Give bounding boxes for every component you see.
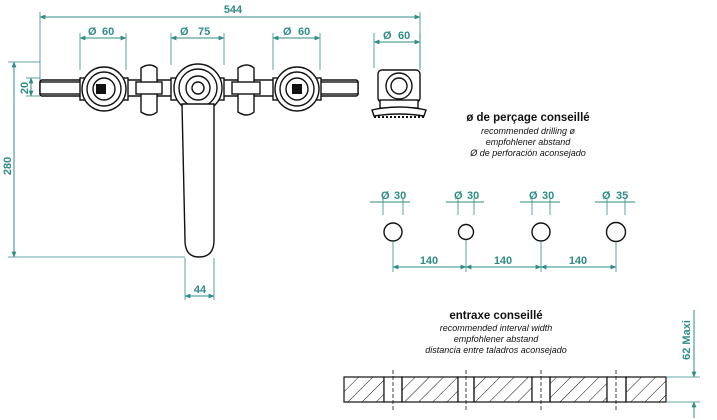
diameter-symbol: Ø: [381, 190, 390, 202]
drilling-line-en: recommended drilling ø: [481, 126, 576, 136]
diameter-symbol: Ø: [283, 26, 292, 38]
hole-1-diameter: Ø 30: [370, 190, 410, 215]
interval-line-en: recommended interval width: [440, 323, 553, 333]
hole-4-diameter: Ø 35: [595, 190, 635, 215]
hole-1: [383, 222, 403, 242]
faucet-drawing: [39, 63, 427, 258]
drilling-title: ø de perçage conseillé: [466, 112, 589, 124]
interval-line-de: empfohlener abstand: [454, 334, 540, 344]
max-depth-label: 62 Maxi: [681, 320, 693, 360]
hole-layout: Ø 30 Ø 30 Ø 30 Ø 35: [370, 190, 635, 272]
dimension-height: 280: [2, 61, 185, 258]
right-connector: [231, 64, 261, 116]
shower-head: [371, 69, 427, 118]
right-valve: [272, 66, 322, 112]
hole-3-diameter-label: 30: [542, 190, 554, 202]
diameter-symbol: Ø: [602, 190, 611, 202]
shower-diameter-label: 60: [398, 30, 410, 42]
dimension-right-valve-diameter: Ø 60: [272, 26, 321, 70]
right-valve-diameter-label: 60: [298, 26, 310, 38]
height-label: 280: [2, 157, 14, 175]
center-mixer: [170, 63, 225, 258]
hole-2: [457, 223, 475, 241]
top-offset-label: 20: [19, 82, 31, 94]
overall-width-label: 544: [224, 4, 243, 16]
spout-width-label: 44: [194, 284, 207, 296]
left-valve: [79, 66, 129, 112]
dimension-shower-diameter: Ø 60: [373, 30, 421, 68]
diameter-symbol: Ø: [529, 190, 538, 202]
dimension-spout-width: 44: [184, 258, 215, 300]
wall-section: [343, 370, 667, 410]
left-valve-diameter-label: 60: [102, 26, 114, 38]
spacing-2-label: 140: [494, 255, 512, 267]
dimension-left-valve-diameter: Ø 60: [79, 26, 127, 70]
drilling-text: ø de perçage conseillé recommended drill…: [466, 112, 589, 158]
dimension-top-offset: 20: [19, 77, 40, 97]
dimension-max-depth: 62 Maxi: [666, 310, 700, 418]
hole-3: [531, 222, 551, 242]
interval-title: entraxe conseillé: [449, 310, 542, 322]
dimension-center-diameter: Ø 75: [170, 26, 225, 65]
hole-4-diameter-label: 35: [616, 190, 628, 202]
center-diameter-label: 75: [198, 26, 210, 38]
hole-2-diameter: Ø 30: [446, 190, 484, 215]
hole-2-diameter-label: 30: [467, 190, 479, 202]
left-connector: [135, 64, 163, 116]
drilling-line-de: empfohlener abstand: [486, 137, 572, 147]
diameter-symbol: Ø: [88, 26, 97, 38]
hole-3-diameter: Ø 30: [520, 190, 560, 215]
spacing-1-label: 140: [420, 255, 438, 267]
hole-1-diameter-label: 30: [394, 190, 406, 202]
interval-line-es: distancia entre taladros aconsejado: [425, 345, 567, 355]
hole-4: [605, 221, 627, 243]
diameter-symbol: Ø: [383, 30, 392, 42]
drilling-line-es: Ø de perforación aconsejado: [469, 148, 586, 158]
dimension-overall-width: 544: [39, 4, 421, 85]
interval-text: entraxe conseillé recommended interval w…: [425, 310, 567, 355]
spacing-3-label: 140: [569, 255, 587, 267]
diameter-symbol: Ø: [180, 26, 189, 38]
diameter-symbol: Ø: [454, 190, 463, 202]
